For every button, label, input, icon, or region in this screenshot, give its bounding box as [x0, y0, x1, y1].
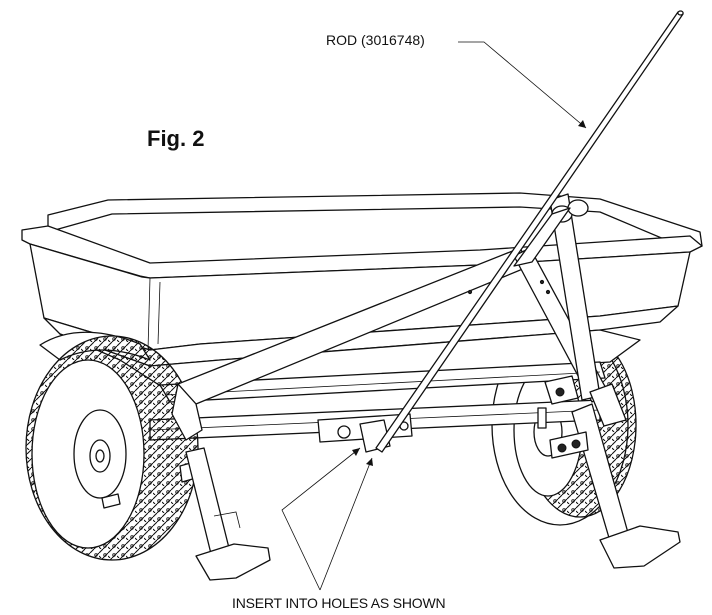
left-wheel [25, 335, 199, 561]
figure-title: Fig. 2 [147, 126, 205, 151]
insert-callout-label: INSERT INTO HOLES AS SHOWN [232, 595, 446, 611]
rod-part [375, 10, 684, 453]
handle-frame [171, 193, 627, 441]
rod-callout-label: ROD (3016748) [326, 32, 425, 48]
right-stand [544, 375, 681, 569]
leader-lines [281, 41, 587, 591]
left-stand [185, 447, 271, 581]
